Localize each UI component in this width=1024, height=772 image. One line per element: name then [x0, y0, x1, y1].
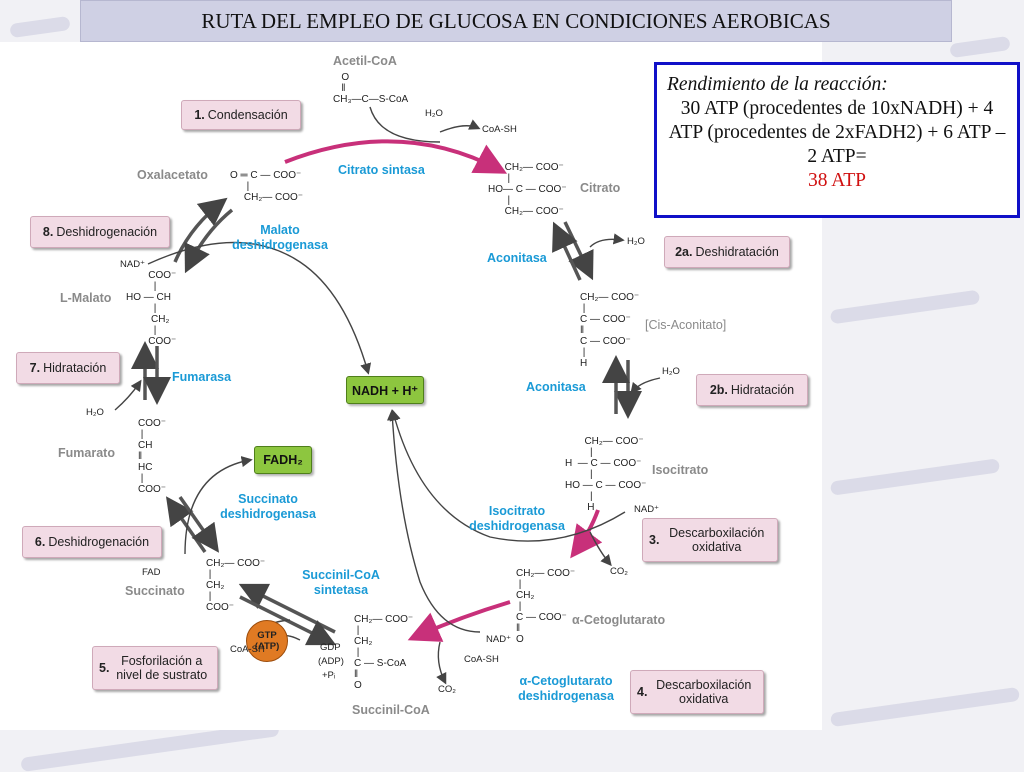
aconitasa-reverse-arrow	[552, 221, 582, 281]
structure-succinil-coa: CH₂— COO⁻ | CH₂ | C — S-CoA ‖ O	[354, 614, 414, 691]
cofactor-coash-1: CoA-SH	[482, 124, 517, 135]
nad-to-nadh-arrow-8	[147, 241, 372, 375]
enzyme-succinato-deshidrogenasa: Succinato deshidrogenasa	[220, 492, 316, 521]
gtp-circle: GTP (ATP)	[246, 620, 288, 662]
structure-acetil-coa: O ‖ CH₃—C—S-CoA	[333, 72, 409, 105]
malate-dh-arrow	[173, 197, 228, 263]
h2o-in-arrow-7	[114, 379, 142, 411]
background-stripe	[829, 289, 981, 325]
structure-l-malato: COO⁻ | HO — CH | CH₂ | COO⁻	[126, 270, 177, 347]
metabolite-succinil-coa: Succinil-CoA	[352, 703, 430, 717]
step-4-descarboxilacion: 4.Descarboxilación oxidativa	[630, 670, 764, 714]
cofactor-nad-8: NAD⁺	[120, 259, 146, 270]
structure-succinato: CH₂— COO⁻ | CH₂ | COO⁻	[206, 558, 266, 613]
cofactor-fad: FAD	[142, 567, 161, 578]
fadh2-box: FADH₂	[254, 446, 312, 474]
metabolite-l-malato: L-Malato	[60, 291, 112, 305]
step-2b-hidratacion: 2b.Hidratación	[696, 374, 808, 406]
structure-citrato: CH₂— COO⁻ | HO— C — COO⁻ | CH₂— COO⁻	[488, 162, 567, 217]
condensation-arrow	[284, 139, 508, 174]
isocitrate-dh-arrow	[570, 509, 603, 559]
nad-to-nadh-arrow-3	[389, 409, 626, 542]
step-8-deshidrogenacion: 8.Deshidrogenación	[30, 216, 170, 248]
cofactor-adp: (ADP)	[318, 656, 344, 667]
enzyme-malato-deshidrogenasa: Malato deshidrogenasa	[232, 223, 328, 252]
ketoglutarate-dh-arrow	[407, 600, 511, 642]
background-stripe	[829, 686, 1021, 728]
acetylcoa-entry-arrow	[369, 106, 441, 143]
step-7-hidratacion: 7.Hidratación	[16, 352, 120, 384]
cofactor-co2-3: CO₂	[610, 566, 628, 577]
step-2a-deshidratacion: 2a.Deshidratación	[664, 236, 790, 268]
metabolite-isocitrato: Isocitrato	[652, 463, 709, 477]
cofactor-h2o-7: H₂O	[86, 407, 104, 418]
structure-cis-aconitato: CH₂— COO⁻ | C — COO⁻ ‖ C — COO⁻ | H	[580, 292, 640, 369]
enzyme-aconitasa-1: Aconitasa	[487, 251, 547, 265]
cofactor-nad-4: NAD⁺	[486, 634, 512, 645]
fad-to-fadh2-arrow	[184, 456, 253, 555]
metabolite-oxalacetato: Oxalacetato	[137, 168, 208, 182]
cofactor-gdp: GDP	[320, 642, 341, 653]
background-stripe	[949, 35, 1011, 59]
step-6-deshidrogenacion: 6.Deshidrogenación	[22, 526, 162, 558]
co2-out-arrow-4	[436, 641, 447, 685]
cofactor-coash-4: CoA-SH	[464, 654, 499, 665]
yield-heading: Rendimiento de la reacción:	[667, 74, 888, 95]
cofactor-h2o-1: H₂O	[425, 108, 443, 119]
coash-exit-arrow	[439, 119, 481, 133]
cofactor-nad-3: NAD⁺	[634, 504, 660, 515]
co2-out-arrow-3	[589, 531, 612, 567]
background-stripe	[829, 458, 1001, 496]
metabolite-acetil-coa: Acetil-CoA	[333, 54, 397, 68]
enzyme-citrato-sintasa: Citrato sintasa	[338, 163, 425, 177]
yield-info-box: Rendimiento de la reacción: 30 ATP (proc…	[654, 62, 1020, 218]
structure-fumarato: COO⁻ | CH ‖ HC | COO⁻	[138, 418, 167, 495]
malate-dh-reverse-arrow	[184, 208, 234, 274]
metabolite-cetoglutarato: α-Cetoglutarato	[572, 613, 666, 627]
nadh-box: NADH + H⁺	[346, 376, 424, 404]
structure-oxalacetato: O ═ C — COO⁻ | CH₂— COO⁻	[230, 170, 304, 203]
page-title: RUTA DEL EMPLEO DE GLUCOSA EN CONDICIONE…	[80, 0, 952, 42]
h2o-in-arrow-2b	[630, 377, 661, 395]
metabolite-cis-aconitato: [Cis-Aconitato]	[645, 318, 727, 332]
aconitasa-arrow	[563, 221, 594, 281]
nad-to-nadh-arrow-4	[386, 409, 481, 633]
cofactor-co2-4: CO₂	[438, 684, 456, 695]
cofactor-coash-5: CoA-SH	[230, 644, 265, 655]
background-stripe	[9, 15, 71, 39]
metabolite-citrato: Citrato	[580, 181, 621, 195]
cofactor-pi: +Pᵢ	[322, 670, 336, 681]
structure-isocitrato: CH₂— COO⁻ | H — C — COO⁻ | HO — C — COO⁻…	[565, 436, 647, 513]
metabolite-succinato: Succinato	[125, 584, 185, 598]
step-5-fosforilacion: 5.Fosforilación a nivel de sustrato	[92, 646, 218, 690]
structure-cetoglutarato: CH₂— COO⁻ | CH₂ | C — COO⁻ ‖ O	[516, 568, 576, 645]
enzyme-cetoglutarato-deshidrogenasa: α-Cetoglutarato deshidrogenasa	[518, 674, 614, 703]
cofactor-h2o-2b: H₂O	[662, 366, 680, 377]
yield-body: 30 ATP (procedentes de 10xNADH) + 4 ATP …	[668, 98, 1006, 167]
enzyme-fumarasa: Fumarasa	[172, 370, 232, 384]
enzyme-isocitrato-deshidrogenasa: Isocitrato deshidrogenasa	[469, 504, 565, 533]
enzyme-succinil-coa-sintetasa: Succinil-CoA sintetasa	[302, 568, 380, 597]
cofactor-h2o-2a: H₂O	[627, 236, 645, 247]
enzyme-aconitasa-2: Aconitasa	[526, 380, 586, 394]
succinyl-synthetase-reverse-arrow	[239, 595, 337, 646]
yield-result: 38 ATP	[808, 170, 866, 191]
reaction-arrows	[114, 106, 661, 685]
h2o-out-arrow-2a	[589, 233, 625, 248]
step-3-descarboxilacion: 3.Descarboxilación oxidativa	[642, 518, 778, 562]
step-1-condensacion: 1.Condensación	[181, 100, 301, 130]
succinate-dh-reverse-arrow	[178, 495, 220, 553]
metabolite-fumarato: Fumarato	[58, 446, 115, 460]
